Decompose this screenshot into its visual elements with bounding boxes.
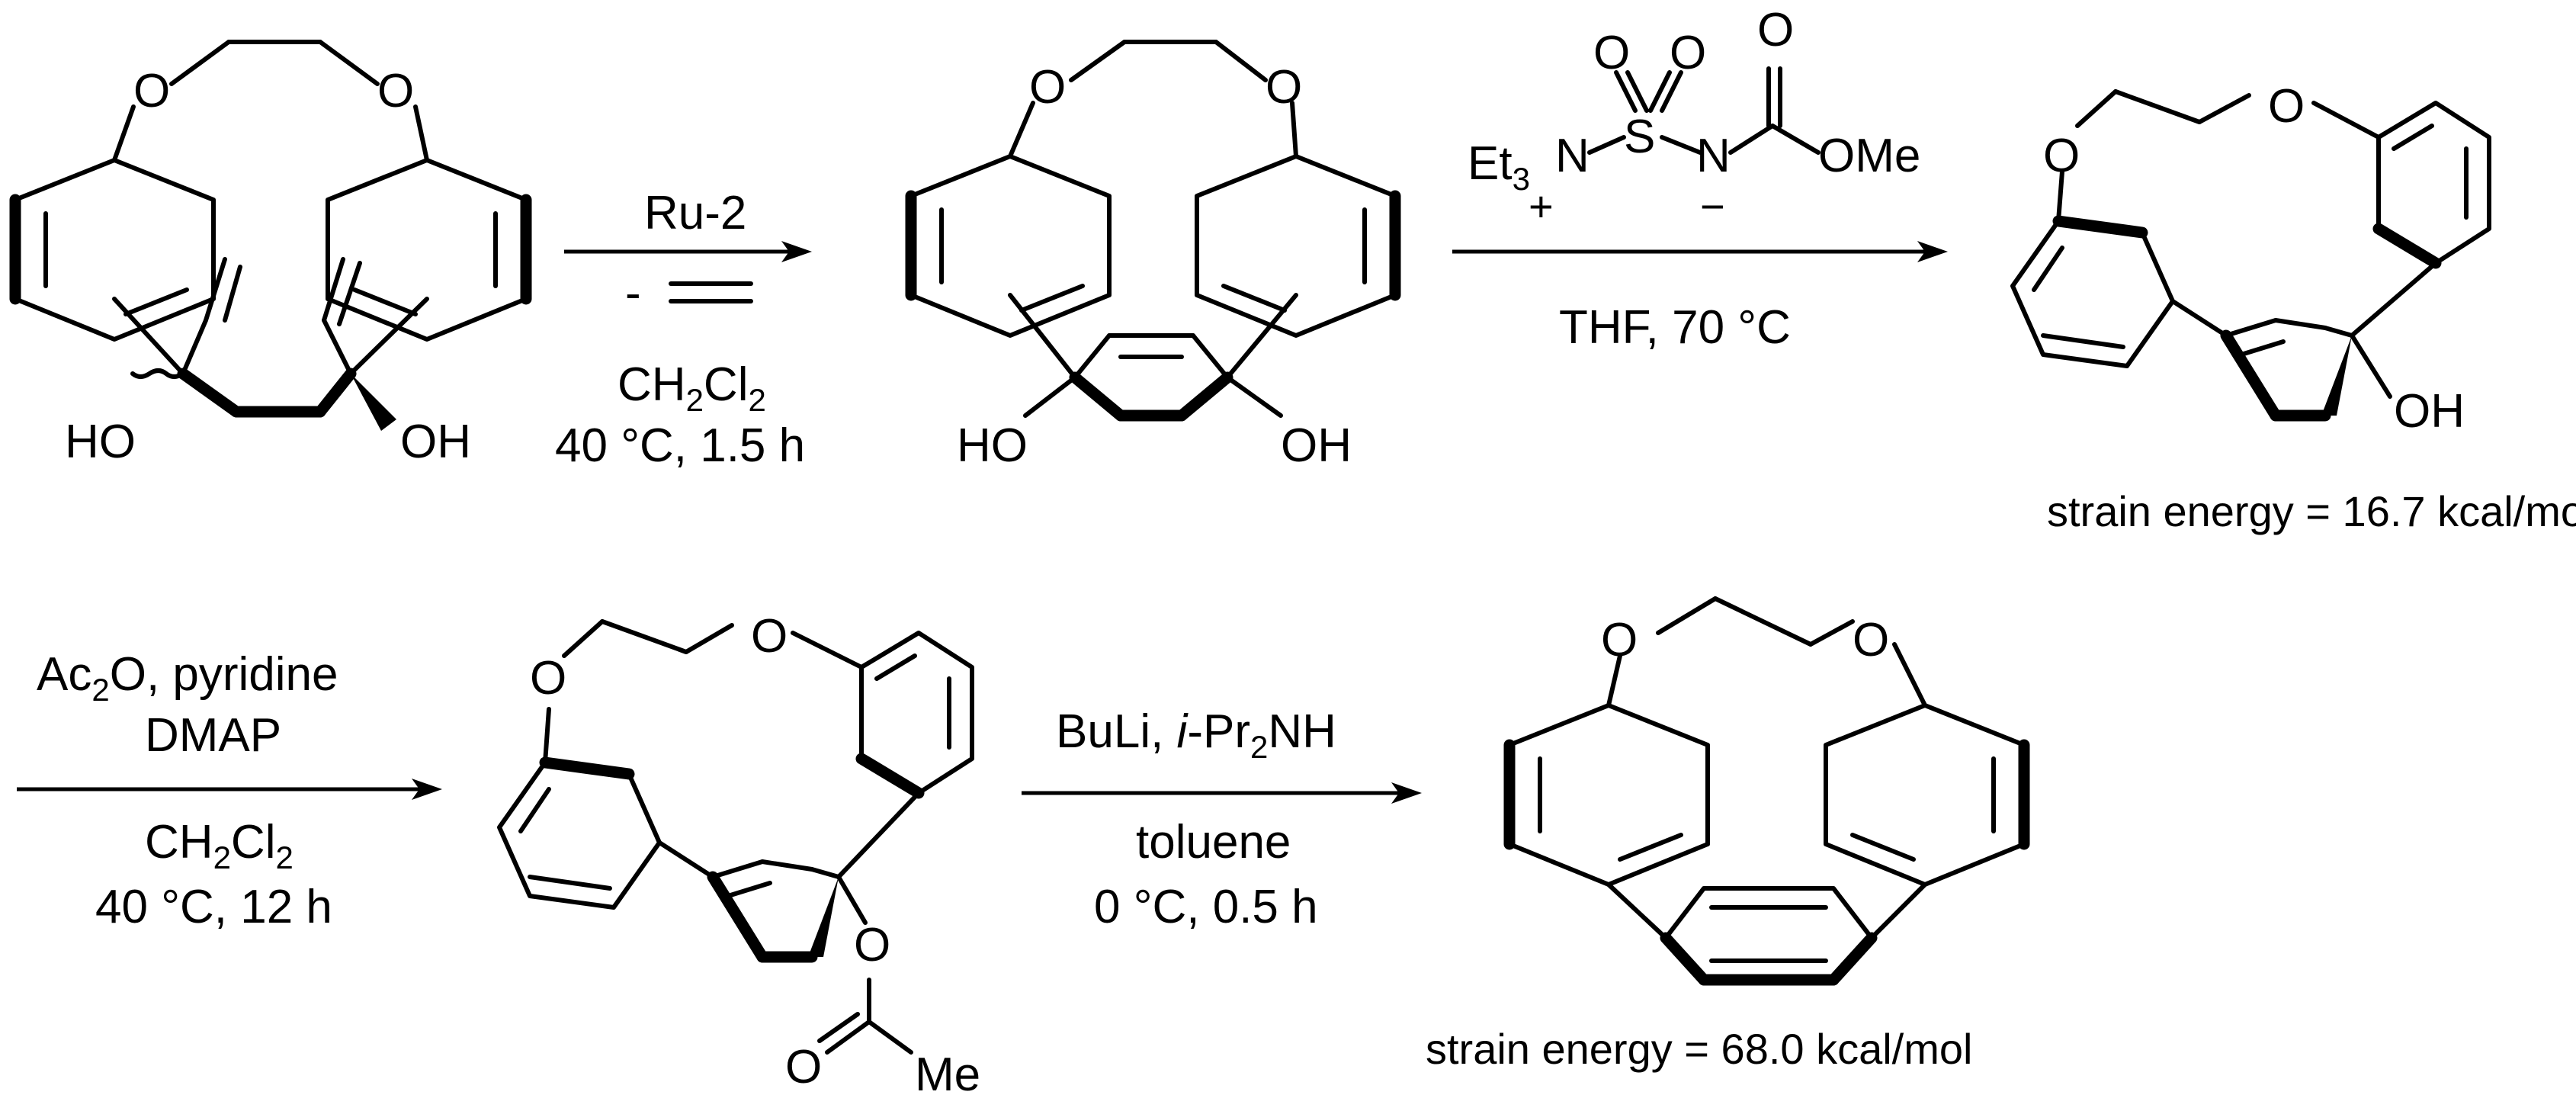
compound-strained-alkene: O O OH strain energy = 16.7 kcal/mol	[2010, 80, 2576, 535]
atom-o: O	[377, 65, 414, 117]
reagent-ac2o-pyridine: Ac2O, pyridine	[37, 648, 338, 708]
atom-o: O	[133, 65, 170, 117]
atom-ome: OMe	[1818, 130, 1920, 182]
atom-ho: HO	[957, 419, 1028, 472]
solvent-ch2cl2: CH2Cl2	[618, 358, 766, 418]
reaction-arrow-4: BuLi, i-Pr2NH toluene 0 °C, 0.5 h	[1022, 705, 1422, 933]
atom-o: O	[1670, 27, 1706, 79]
atom-oh: OH	[2394, 385, 2465, 438]
atom-me: Me	[915, 1048, 980, 1101]
condition-temp-time: 0 °C, 0.5 h	[1094, 881, 1318, 933]
reaction-arrow-3: Ac2O, pyridine DMAP CH2Cl2 40 °C, 12 h	[17, 648, 442, 933]
atom-o: O	[751, 610, 788, 663]
reagent-ethylene-minus: -	[625, 267, 641, 319]
atom-s: S	[1624, 111, 1655, 163]
compound-diol-diene: O O HO OH	[9, 40, 532, 468]
charge-minus: −	[1700, 182, 1725, 230]
reaction-arrow-1: Ru-2 - CH2Cl2 40 °C, 1.5 h	[555, 187, 812, 472]
atom-o: O	[854, 919, 890, 971]
atom-o: O	[530, 652, 566, 705]
solvent-ch2cl2: CH2Cl2	[145, 816, 294, 875]
compound-cyclohexene-diol: O O HO OH	[905, 40, 1401, 472]
atom-oh: OH	[400, 416, 471, 468]
reaction-arrow-2: Et3 N + S O O N − O OMe THF, 70 °C	[1452, 4, 1948, 354]
compound-acetate: O O O O Me	[497, 610, 980, 1101]
atom-o: O	[2043, 130, 2080, 182]
atom-o: O	[1029, 61, 1066, 114]
atom-oh: OH	[1281, 419, 1352, 472]
atom-o: O	[1266, 61, 1302, 114]
solvent-toluene: toluene	[1136, 816, 1291, 869]
atom-o: O	[1601, 614, 1638, 666]
atom-o: O	[1853, 614, 1889, 666]
compound-paracyclophane: O O strain energy = 68.0 kcal/mol	[1426, 596, 2030, 1073]
condition-temp-time: 40 °C, 12 h	[95, 881, 332, 933]
condition-temp-time: 40 °C, 1.5 h	[555, 419, 805, 472]
atom-ho: HO	[65, 416, 136, 468]
condition-thf-temp: THF, 70 °C	[1559, 301, 1791, 354]
reagent-dmap: DMAP	[145, 709, 281, 762]
atom-o: O	[1757, 4, 1794, 56]
strain-energy-label: strain energy = 68.0 kcal/mol	[1426, 1025, 1972, 1073]
atom-n-minus: N	[1696, 130, 1731, 182]
burgess-n-plus: N	[1555, 130, 1590, 182]
atom-o: O	[2268, 80, 2305, 133]
burgess-base: Et3	[1468, 137, 1530, 197]
strain-energy-label: strain energy = 16.7 kcal/mol	[2047, 487, 2576, 535]
reagent-buli-amine: BuLi, i-Pr2NH	[1056, 705, 1336, 765]
reagent-ru2: Ru-2	[644, 187, 746, 239]
charge-plus: +	[1529, 182, 1554, 230]
atom-o: O	[1593, 27, 1630, 79]
atom-o: O	[785, 1041, 822, 1093]
